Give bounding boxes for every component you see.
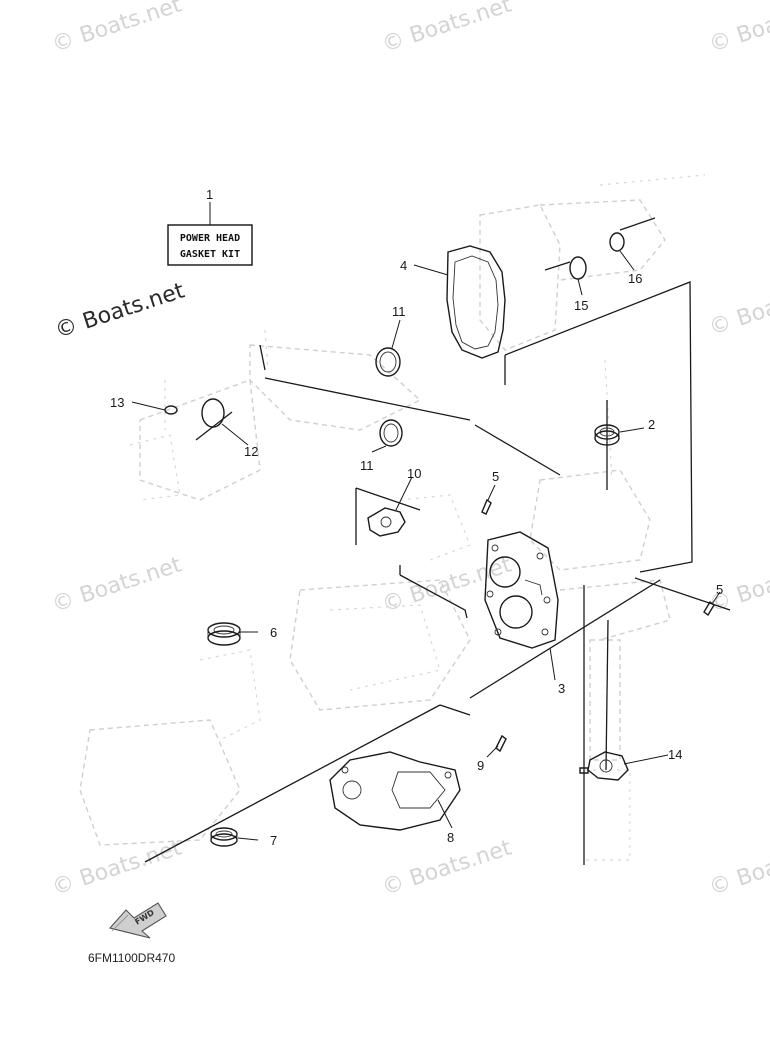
part-9-dowel-pin[interactable]	[495, 734, 507, 753]
callout-13[interactable]: 13	[110, 395, 124, 410]
callout-3[interactable]: 3	[558, 681, 565, 696]
callout-11-upper[interactable]: 11	[392, 304, 406, 319]
watermarks: © Boats.net © Boats.net © Boats.net © Bo…	[49, 0, 770, 901]
part-11-seal-upper-inner	[379, 351, 397, 373]
assembly-lines	[144, 217, 731, 865]
part-8-crankcase-gasket[interactable]	[329, 751, 461, 831]
callout-4[interactable]: 4	[400, 258, 407, 273]
callout-15[interactable]: 15	[574, 298, 588, 313]
part-14-gasket[interactable]	[579, 751, 629, 781]
kit-label-line1: POWER HEAD	[180, 233, 240, 244]
watermark-dark: © Boats.net	[52, 278, 188, 343]
callout-10[interactable]: 10	[407, 466, 421, 481]
callout-1[interactable]: 1	[206, 187, 213, 202]
part-16-o-ring[interactable]	[609, 232, 625, 252]
part-2-oil-seal[interactable]	[594, 424, 620, 446]
ghost-engine-outline	[79, 174, 706, 861]
callout-2[interactable]: 2	[648, 417, 655, 432]
part-11-seal-upper[interactable]	[375, 347, 401, 377]
watermark: © Boats.net	[379, 0, 515, 58]
part-5-dowel-pin-right[interactable]	[703, 600, 715, 617]
callout-7[interactable]: 7	[270, 833, 277, 848]
kit-label-line2: GASKET KIT	[180, 249, 240, 260]
callout-6[interactable]: 6	[270, 625, 277, 640]
part-11-seal-lower[interactable]	[379, 419, 403, 447]
part-12-o-ring[interactable]	[201, 398, 225, 428]
watermark: © Boats.net	[49, 0, 185, 58]
watermark: © Boats.net	[706, 0, 770, 58]
callout-11-lower[interactable]: 11	[360, 458, 374, 473]
callout-5-right[interactable]: 5	[716, 582, 723, 597]
watermark: © Boats.net	[49, 835, 185, 900]
fwd-arrow: FWD	[108, 902, 167, 939]
callout-8[interactable]: 8	[447, 830, 454, 845]
callouts: 1 4 16 15 11 13 12 2 11 10 5 5 6 3 14 9 …	[110, 187, 723, 848]
callout-16[interactable]: 16	[628, 271, 642, 286]
part-6-oil-seal[interactable]	[207, 622, 241, 646]
part-15-o-ring[interactable]	[569, 256, 587, 280]
watermark: © Boats.net	[49, 552, 185, 617]
part-4-cover-gasket[interactable]	[446, 245, 506, 359]
part-11-seal-lower-inner	[383, 423, 399, 443]
callout-12[interactable]: 12	[244, 444, 258, 459]
part-5-dowel-pin-upper[interactable]	[481, 498, 492, 515]
leader-lines	[131, 202, 721, 841]
callout-5-upper[interactable]: 5	[492, 469, 499, 484]
callout-9[interactable]: 9	[477, 758, 484, 773]
gasket-kit-label[interactable]: POWER HEAD GASKET KIT	[167, 224, 253, 266]
part-7-oil-seal[interactable]	[210, 827, 238, 847]
part-10-gasket[interactable]	[367, 507, 406, 537]
diagram-code: 6FM1100DR470	[88, 951, 175, 965]
watermark: © Boats.net	[706, 275, 770, 340]
watermark: © Boats.net	[379, 835, 515, 900]
callout-14[interactable]: 14	[668, 747, 682, 762]
part-3-head-gasket[interactable]	[484, 531, 559, 649]
watermark: © Boats.net	[706, 835, 770, 900]
